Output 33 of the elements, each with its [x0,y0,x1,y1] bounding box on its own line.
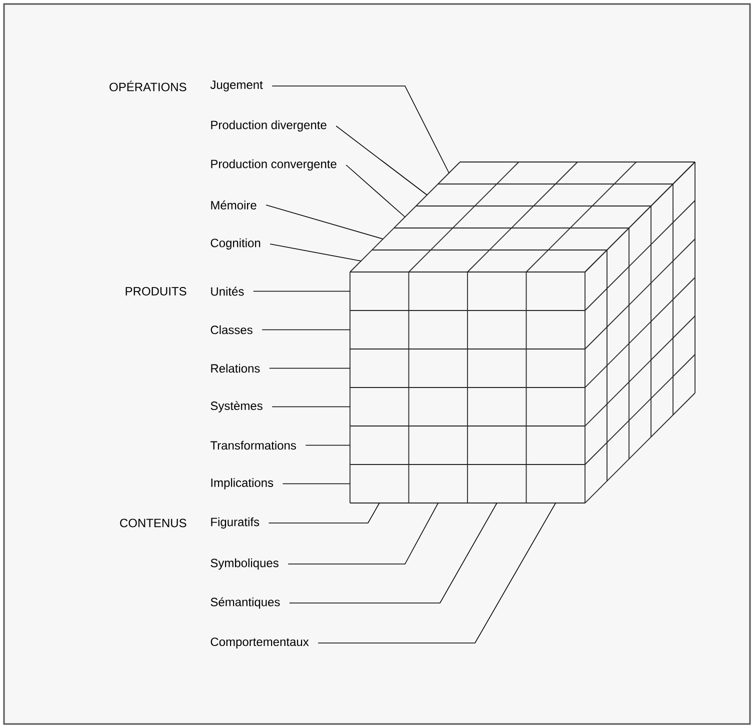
leader-line [282,483,350,484]
axis-label: Classes [210,325,252,334]
axis-label: Sémantiques [210,597,280,609]
leader-line [266,204,384,240]
axis-label: Jugement [210,80,263,92]
leader-line [272,86,450,174]
axis-label: Unités [211,286,244,296]
axis-label: Relations [211,364,260,373]
leader-line [288,502,439,564]
leader-line [272,406,350,408]
axis-label: Production divergente [211,120,326,132]
leader-line [269,368,350,369]
axis-label: Cognition [210,238,260,250]
axis-label: Mémoire [211,200,256,210]
axis-label: Symboliques [210,558,278,570]
leader-line [289,502,498,604]
leader-line [346,164,406,218]
leader-line [305,444,350,446]
leader-line [318,502,556,644]
leader-line [253,290,350,292]
axis-label: Comportementaux [210,638,309,648]
axis-label: Systèmes [210,401,262,412]
axis-label: Figuratifs [211,517,260,529]
leader-line [268,502,380,524]
category-heading: PRODUITS [126,287,186,296]
leader-line [336,126,428,196]
leader-line [270,244,362,262]
axis-label: Transformations [210,440,296,450]
category-heading: CONTENUS [120,518,186,528]
axis-label: Production convergente [211,159,336,171]
axis-label: Implications [211,478,274,490]
category-heading: OPÉRATIONS [110,80,186,92]
leader-line [262,329,350,330]
